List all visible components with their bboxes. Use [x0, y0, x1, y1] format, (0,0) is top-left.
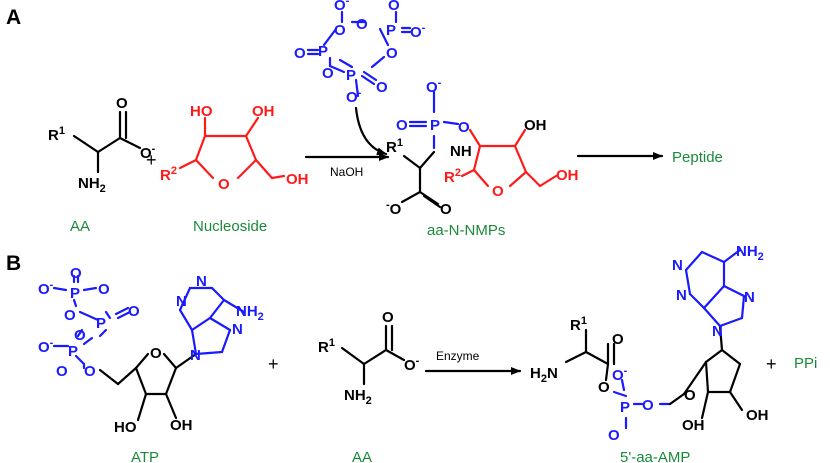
svg-text:O-: O-	[426, 77, 442, 96]
svg-text:O: O	[356, 16, 368, 33]
svg-text:O: O	[218, 176, 230, 193]
svg-text:N: N	[196, 273, 207, 290]
svg-text:NH2: NH2	[78, 175, 106, 195]
svg-text:NH2: NH2	[344, 387, 372, 407]
svg-text:O: O	[386, 45, 398, 62]
caption-nucleoside: Nucleoside	[193, 218, 267, 235]
svg-text:O: O	[492, 183, 504, 200]
svg-text:R1: R1	[48, 125, 65, 144]
plus-sign-b1: +	[268, 354, 279, 374]
panel-a-label: A	[6, 6, 21, 29]
svg-text:OH: OH	[252, 103, 275, 120]
caption-aa-a: AA	[70, 218, 90, 235]
svg-text:O: O	[458, 119, 470, 136]
svg-text:O: O	[440, 201, 452, 218]
caption-atp: ATP	[131, 449, 159, 463]
svg-text:O: O	[396, 117, 408, 134]
svg-text:NH: NH	[450, 143, 472, 160]
svg-text:O: O	[322, 65, 334, 82]
svg-text:NH2: NH2	[736, 243, 764, 263]
svg-text:O: O	[56, 363, 68, 380]
svg-text:O: O	[684, 387, 696, 404]
caption-aa-amp: 5'-aa-AMP	[620, 449, 690, 463]
panel-b-label: B	[6, 252, 21, 275]
nucleoside-structure: HO OH R2 O OH	[160, 103, 309, 193]
trimetaphosphate-structure: O- O O O P O- O P O O P O O-	[294, 0, 426, 106]
svg-text:O: O	[116, 95, 128, 112]
svg-text:H2N: H2N	[530, 365, 558, 385]
svg-text:R2: R2	[444, 167, 461, 186]
svg-text:O: O	[642, 397, 654, 414]
aa-n-nmp-structure: O- O P O NH R1 -O O OH R2 O OH	[386, 77, 579, 218]
svg-text:P: P	[68, 343, 78, 360]
svg-text:P: P	[620, 399, 630, 416]
svg-text:O-: O-	[346, 87, 362, 106]
svg-text:OH: OH	[286, 171, 309, 188]
svg-text:OH: OH	[682, 417, 705, 434]
caption-peptide: Peptide	[672, 149, 723, 166]
svg-text:OH: OH	[524, 117, 547, 134]
svg-text:O: O	[334, 22, 346, 39]
svg-text:O: O	[598, 379, 610, 396]
svg-text:-O: -O	[386, 199, 402, 218]
svg-text:N: N	[744, 289, 755, 306]
svg-text:R1: R1	[386, 137, 403, 156]
plus-sign-a: +	[146, 150, 157, 170]
svg-text:OH: OH	[556, 167, 579, 184]
svg-text:P: P	[318, 43, 328, 60]
svg-text:P: P	[430, 117, 440, 134]
svg-text:O-: O-	[38, 337, 54, 356]
svg-text:O: O	[128, 303, 140, 320]
svg-text:R1: R1	[570, 315, 587, 334]
svg-text:O: O	[64, 307, 76, 324]
svg-text:O-: O-	[612, 365, 628, 384]
svg-text:O: O	[608, 427, 620, 444]
curved-arrow-a	[354, 106, 388, 156]
svg-text:O: O	[74, 327, 86, 344]
amino-acid-structure-a: R1 O O- NH2	[48, 95, 156, 195]
plus-sign-b2: +	[766, 354, 777, 374]
svg-text:O-: O-	[38, 279, 54, 298]
aa-amp-structure: H2N R1 O O O- P O O O OH OH N N N N NH2	[530, 243, 769, 444]
svg-text:P: P	[96, 315, 106, 332]
svg-text:NH2: NH2	[236, 303, 264, 323]
atp-structure: O- O P O O P O O O- P O O O HO OH N N N …	[38, 265, 264, 436]
svg-text:N: N	[232, 321, 243, 338]
caption-aa-b: AA	[352, 449, 372, 463]
condition-naoh: NaOH	[330, 165, 363, 179]
svg-text:R2: R2	[160, 165, 177, 184]
svg-text:R1: R1	[318, 337, 335, 356]
svg-text:HO: HO	[190, 103, 213, 120]
svg-text:N: N	[672, 257, 683, 274]
svg-text:O-: O-	[410, 22, 426, 41]
svg-text:O: O	[612, 331, 624, 348]
svg-text:O: O	[388, 0, 400, 14]
svg-text:P: P	[70, 285, 80, 302]
svg-text:N: N	[712, 323, 723, 340]
svg-text:P: P	[386, 22, 396, 39]
svg-text:O: O	[376, 79, 388, 96]
svg-text:OH: OH	[170, 417, 193, 434]
svg-text:N: N	[190, 347, 201, 364]
svg-text:O-: O-	[404, 355, 420, 374]
condition-enzyme: Enzyme	[436, 349, 480, 363]
svg-text:O: O	[382, 309, 394, 326]
svg-text:HO: HO	[114, 419, 137, 436]
svg-text:O: O	[70, 265, 82, 282]
svg-text:N: N	[176, 293, 187, 310]
svg-text:N: N	[676, 287, 687, 304]
svg-text:O: O	[150, 345, 162, 362]
svg-text:OH: OH	[746, 407, 769, 424]
svg-text:O: O	[294, 45, 306, 62]
amino-acid-structure-b: R1 O O- NH2	[318, 309, 420, 407]
svg-text:P: P	[346, 67, 356, 84]
caption-aa-n-nmps: aa-N-NMPs	[427, 222, 505, 239]
caption-ppi: PPi	[794, 355, 817, 372]
svg-text:O-: O-	[334, 0, 350, 14]
svg-text:O: O	[98, 281, 110, 298]
svg-text:O: O	[84, 363, 96, 380]
